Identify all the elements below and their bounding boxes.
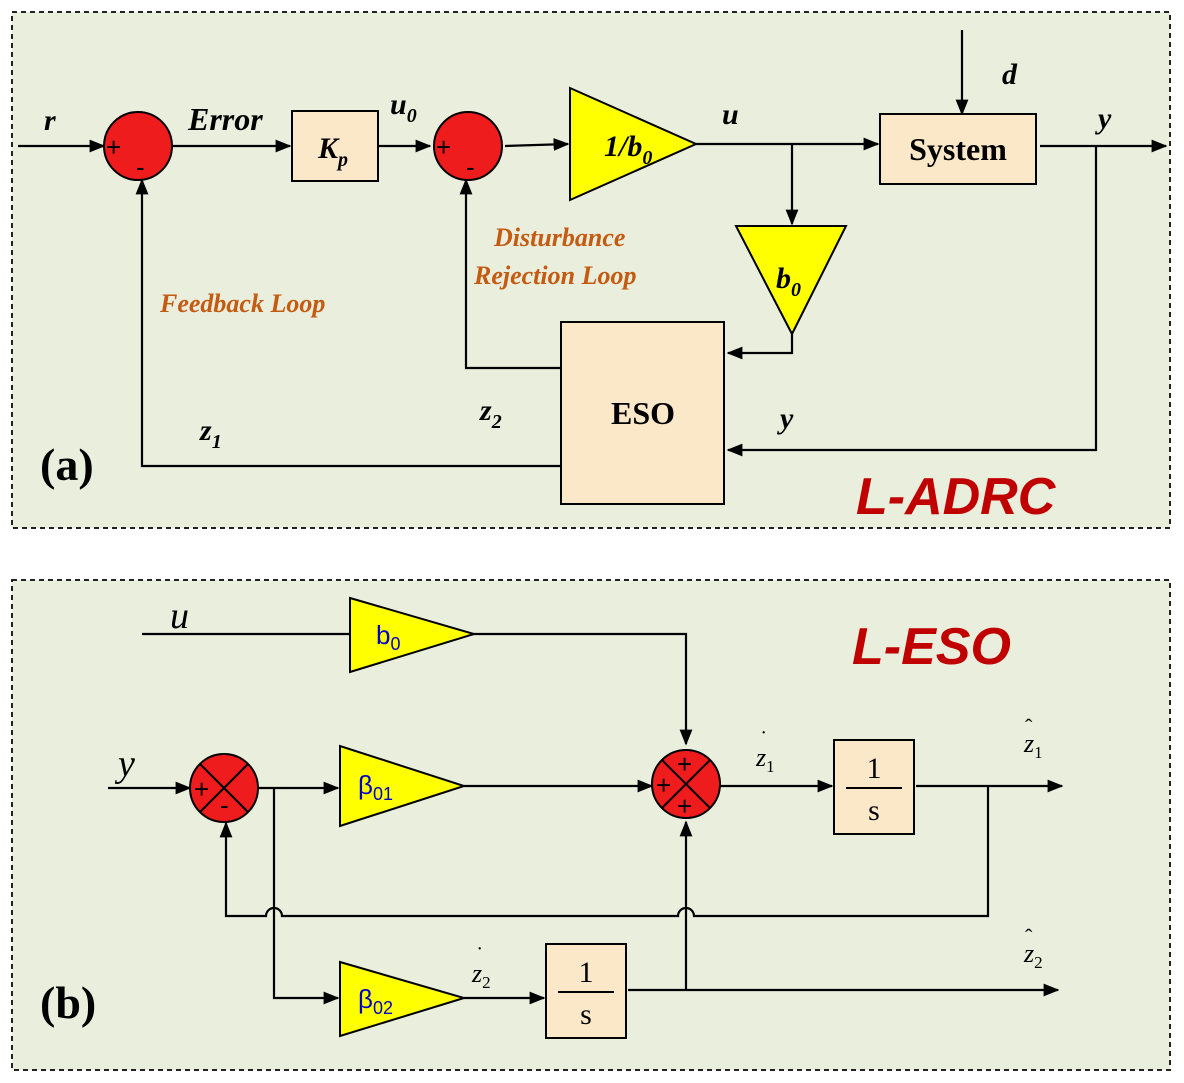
integrator-1-denominator: s xyxy=(868,794,880,827)
beta01-gain xyxy=(339,744,468,828)
b0-label: b0 xyxy=(776,262,801,301)
signal-u-eso: u xyxy=(170,595,189,637)
wire-b0-to-eso xyxy=(726,334,794,360)
system-label: System xyxy=(909,131,1007,167)
disturbance-loop-label-line1: Disturbance xyxy=(493,223,625,252)
beta02-gain xyxy=(339,960,468,1038)
wire-b0-to-sum xyxy=(472,632,693,746)
sum4-plus-left: + xyxy=(656,770,671,800)
kp-label: Kp xyxy=(317,132,348,171)
system-block xyxy=(879,113,1037,185)
wire-e-to-beta02 xyxy=(272,788,340,1005)
beta01-label: β01 xyxy=(358,770,393,804)
sum2-plus-sign: + xyxy=(436,132,451,162)
disturbance-loop-label-line2: Rejection Loop xyxy=(473,261,636,290)
wire-y-to-eso xyxy=(726,146,1098,457)
panel-a: + - + - Kp 1/b0 System b0 ESO r Error u0… xyxy=(11,11,1171,529)
signal-u0: u0 xyxy=(390,88,417,127)
sum-junction-3 xyxy=(189,753,259,823)
b0-gain xyxy=(734,225,848,337)
sum4-plus-top: + xyxy=(677,749,692,779)
b0-gain-eso-label: b0 xyxy=(376,620,400,654)
signal-z1: z1 xyxy=(199,414,222,453)
wire-z2 xyxy=(459,178,560,370)
inv-b0-gain xyxy=(569,86,699,202)
sum1-minus-sign: - xyxy=(136,152,145,182)
sum2-minus-sign: - xyxy=(466,152,475,182)
integrator-1-numerator: 1 xyxy=(867,752,882,785)
signal-y-eso: y xyxy=(114,743,135,785)
signal-zdot1: z1 xyxy=(755,743,775,776)
inv-b0-label: 1/b0 xyxy=(604,130,652,169)
signal-error: Error xyxy=(187,101,263,137)
signal-r: r xyxy=(44,104,56,137)
panel-a-title: L-ADRC xyxy=(856,468,1057,526)
integrator-2-numerator: 1 xyxy=(579,956,594,989)
panel-b-label: (b) xyxy=(40,977,96,1028)
eso-label: ESO xyxy=(611,395,675,431)
wire-zhat1-feedback xyxy=(219,786,990,918)
wire-z1 xyxy=(135,178,560,468)
panel-a-label: (a) xyxy=(40,439,94,490)
panel-b-title: L-ESO xyxy=(852,618,1011,676)
sum1-plus-sign: + xyxy=(106,132,121,162)
kp-block xyxy=(291,110,379,182)
zhat2-hat: ˆ xyxy=(1025,924,1033,949)
signal-y-out: y xyxy=(1095,102,1112,135)
b0-gain-eso xyxy=(349,596,478,674)
eso-block xyxy=(560,321,725,505)
wire-to-inv-b0 xyxy=(504,138,570,151)
feedback-loop-label: Feedback Loop xyxy=(159,289,325,318)
sum-junction-4 xyxy=(651,749,721,819)
signal-u: u xyxy=(722,98,739,131)
signal-y-feedback: y xyxy=(777,402,794,435)
zhat1-hat: ˆ xyxy=(1025,714,1033,739)
signal-z2: z2 xyxy=(479,394,502,433)
signal-zhat2: z2 xyxy=(1023,939,1043,972)
signal-zhat1: z1 xyxy=(1023,729,1043,762)
signal-zdot2: z2 xyxy=(471,959,491,992)
sum3-minus-sign: - xyxy=(220,790,229,820)
zdot2-dot: ˙ xyxy=(476,942,483,967)
signal-d: d xyxy=(1002,58,1018,91)
integrator-2-denominator: s xyxy=(580,998,592,1031)
panel-b: + - + + + b0 β01 β02 1 s 1 s u y z1 ˙ z2 xyxy=(11,579,1171,1071)
sum-junction-1 xyxy=(103,111,173,181)
sum3-plus-sign: + xyxy=(194,774,209,804)
beta02-label: β02 xyxy=(358,984,393,1018)
zdot1-dot: ˙ xyxy=(760,726,767,751)
sum4-plus-bottom: + xyxy=(677,791,692,821)
sum-junction-2 xyxy=(433,111,503,181)
